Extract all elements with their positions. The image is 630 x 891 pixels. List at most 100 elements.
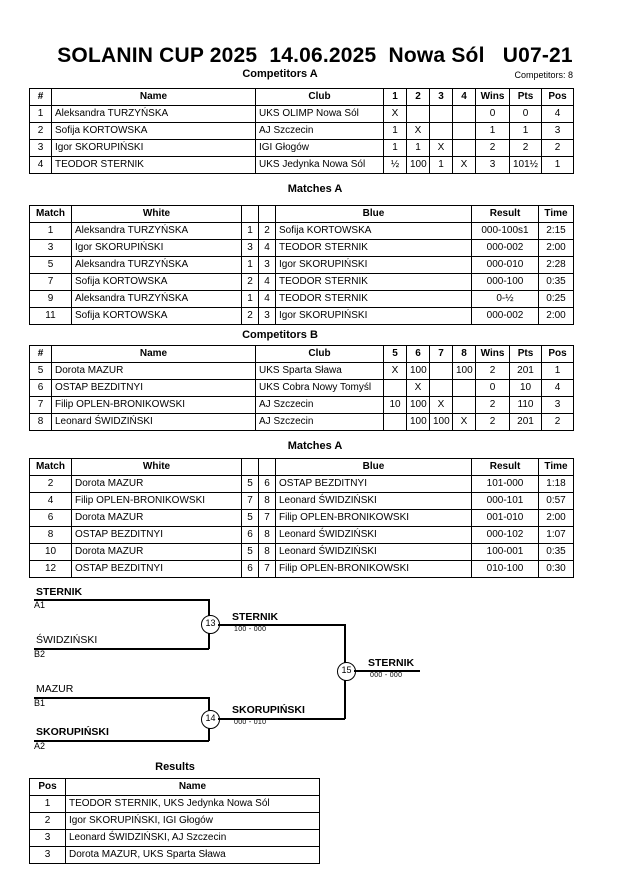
cell-blue-seed: 7 <box>258 560 276 578</box>
cell-white-seed: 3 <box>241 239 259 257</box>
cell-white-player: Sofija KORTOWSKA <box>71 273 242 291</box>
cell-blue-seed: 3 <box>258 256 276 274</box>
cell-game-2: X <box>406 379 430 397</box>
competitors-total: Competitors: 8 <box>514 70 573 80</box>
cell-match-number: 8 <box>29 526 72 544</box>
cell-time: 1:18 <box>538 475 574 493</box>
cell-game-4: X <box>452 156 476 174</box>
cell-result: 010-100 <box>471 560 539 578</box>
cell-wins: 2 <box>475 139 510 157</box>
page-title: SOLANIN CUP 2025 14.06.2025 Nowa Sól U07… <box>57 44 573 67</box>
cell-time: 0:35 <box>538 273 574 291</box>
cell-white-seed: 1 <box>241 222 259 240</box>
cell-number: 3 <box>29 139 52 157</box>
heading-competitors-a: Competitors A <box>242 68 318 80</box>
cell-game-1: 10 <box>383 396 407 414</box>
cell-points: 201 <box>509 413 542 431</box>
bracket-entry-seed-1: A1 <box>34 600 46 610</box>
cell-club: UKS Cobra Nowy Tomyśl <box>255 379 384 397</box>
cell-white-player: Aleksandra TURZYŃSKA <box>71 290 242 308</box>
cell-match-number: 10 <box>29 543 72 561</box>
col-g2: 2 <box>406 88 430 106</box>
cell-white-seed: 7 <box>241 492 259 510</box>
bracket-entry-seed-4: A2 <box>34 741 46 751</box>
cell-result: 000-100s1 <box>471 222 539 240</box>
cell-points: 101½ <box>509 156 542 174</box>
cell-match-number: 12 <box>29 560 72 578</box>
cell-white-seed: 5 <box>241 543 259 561</box>
cell-points: 1 <box>509 122 542 140</box>
cell-blue-player: TEODOR STERNIK <box>275 290 472 308</box>
cell-blue-seed: 6 <box>258 475 276 493</box>
cell-game-1: 1 <box>383 139 407 157</box>
cell-game-3: 100 <box>429 413 453 431</box>
cell-number: 4 <box>29 156 52 174</box>
cell-white-player: OSTAP BEZDITNYI <box>71 560 242 578</box>
cell-game-2: 100 <box>406 156 430 174</box>
cell-game-1 <box>383 379 407 397</box>
bracket-final-score: 000 - 000 <box>370 672 403 679</box>
bracket-semifinal-bottom-name: SKORUPIŃSKI <box>232 704 305 716</box>
cell-white-seed: 2 <box>241 273 259 291</box>
cell-club: UKS OLIMP Nowa Sól <box>255 105 384 123</box>
col-pos: Pos <box>541 88 574 106</box>
cell-position: 1 <box>541 362 574 380</box>
cell-position: 3 <box>541 396 574 414</box>
cell-game-2 <box>406 105 430 123</box>
cell-name: OSTAP BEZDITNYI <box>51 379 256 397</box>
cell-blue-seed: 8 <box>258 543 276 561</box>
cell-club: AJ Szczecin <box>255 396 384 414</box>
cell-number: 6 <box>29 379 52 397</box>
cell-name: Leonard ŚWIDZIŃSKI <box>51 413 256 431</box>
cell-number: 1 <box>29 105 52 123</box>
cell-game-3 <box>429 122 453 140</box>
cell-game-3 <box>429 105 453 123</box>
cell-game-1: 1 <box>383 122 407 140</box>
cell-match-number: 11 <box>29 307 72 325</box>
cell-match-number: 1 <box>29 222 72 240</box>
cell-points: 2 <box>509 139 542 157</box>
cell-white-seed: 6 <box>241 560 259 578</box>
cell-time: 0:25 <box>538 290 574 308</box>
cell-points: 110 <box>509 396 542 414</box>
col-name: Name <box>51 88 256 106</box>
cell-blue-player: Filip OPLEN-BRONIKOWSKI <box>275 509 472 527</box>
cell-game-3: X <box>429 139 453 157</box>
table-header-row: Match White Blue Result Time <box>29 458 574 476</box>
cell-club: UKS Sparta Sława <box>255 362 384 380</box>
cell-white-seed: 1 <box>241 256 259 274</box>
cell-match-number: 6 <box>29 509 72 527</box>
cell-blue-player: Igor SKORUPIŃSKI <box>275 256 472 274</box>
cell-game-1: X <box>383 362 407 380</box>
cell-game-2: 100 <box>406 362 430 380</box>
col-wins: Wins <box>475 345 510 363</box>
col-blue: Blue <box>275 458 472 476</box>
col-g7: 7 <box>429 345 453 363</box>
bracket-entry-name-2: ŚWIDZIŃSKI <box>36 634 98 646</box>
cell-blue-seed: 7 <box>258 509 276 527</box>
knockout-bracket: STERNIK A1 ŚWIDZIŃSKI B2 13 STERNIK 100 … <box>0 578 630 753</box>
cell-game-1: X <box>383 105 407 123</box>
cell-blue-seed: 3 <box>258 307 276 325</box>
cell-result: 000-100 <box>471 273 539 291</box>
cell-name: Sofija KORTOWSKA <box>51 122 256 140</box>
col-white: White <box>71 205 242 223</box>
cell-blue-player: Sofija KORTOWSKA <box>275 222 472 240</box>
cell-name: Filip OPLEN-BRONIKOWSKI <box>51 396 256 414</box>
cell-blue-seed: 8 <box>258 526 276 544</box>
cell-result: 001-010 <box>471 509 539 527</box>
cell-white-player: Sofija KORTOWSKA <box>71 307 242 325</box>
col-result: Result <box>471 458 539 476</box>
bracket-connector <box>34 648 209 650</box>
